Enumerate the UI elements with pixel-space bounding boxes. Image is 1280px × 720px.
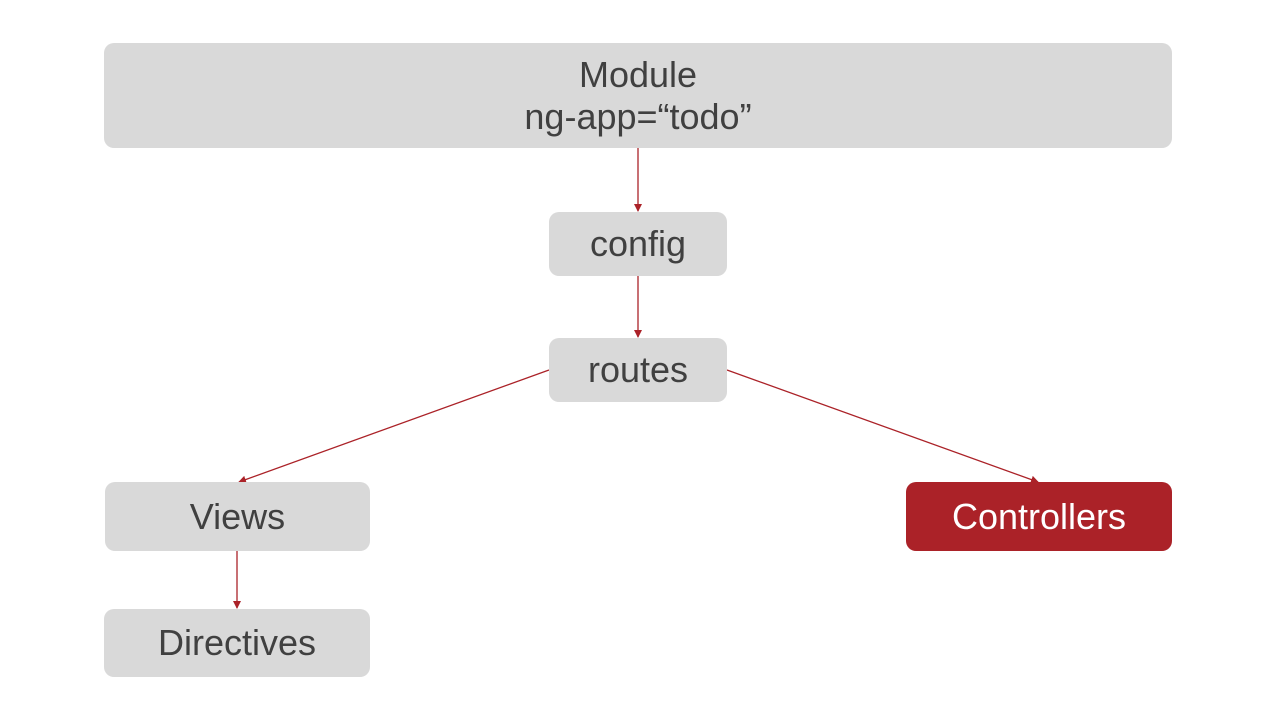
config-node: config	[549, 212, 727, 276]
views-label: Views	[189, 495, 286, 537]
controllers-label: Controllers	[951, 495, 1127, 537]
directives-label: Directives	[157, 622, 317, 664]
edge-routes-to-controllers	[726, 369, 1039, 484]
routes-node: routes	[549, 338, 727, 402]
module-title: Module	[578, 54, 698, 96]
module-ng-app: ng-app=“todo”	[524, 95, 752, 137]
module-node: Module ng-app=“todo”	[104, 43, 1172, 148]
config-label: config	[589, 223, 687, 265]
views-node: Views	[105, 482, 370, 551]
routes-label: routes	[587, 349, 689, 391]
directives-node: Directives	[104, 609, 370, 677]
controllers-node: Controllers	[906, 482, 1172, 551]
edge-routes-to-views	[238, 369, 550, 484]
